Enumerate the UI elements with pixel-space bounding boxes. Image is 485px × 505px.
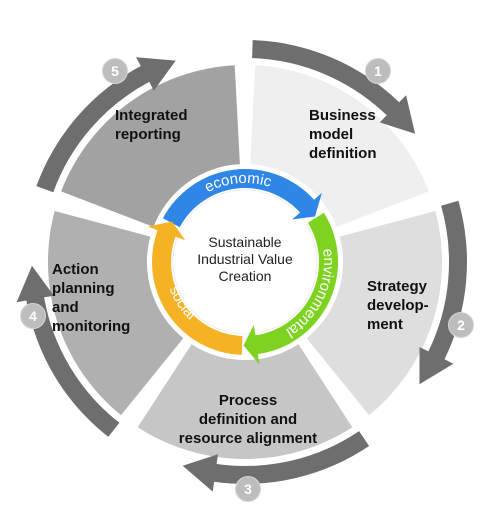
step-4-segment	[47, 211, 184, 416]
center-title: Sustainable Industrial Value Creation	[197, 234, 293, 284]
cycle-arrow-3	[182, 431, 370, 492]
step-3-segment	[137, 344, 353, 459]
step-4-label: Action planning and monitoring	[52, 261, 131, 335]
step-2-segment	[306, 211, 443, 416]
step-3-label: Process definition and resource alignmen…	[178, 392, 318, 447]
step-1-number: 1	[365, 58, 391, 84]
step-3-number: 3	[235, 476, 261, 502]
step-2-label: Strategy develop- ment	[367, 278, 429, 333]
step-1-segment	[250, 65, 429, 227]
inner-hub	[172, 189, 318, 335]
step-2-number: 2	[448, 312, 474, 338]
cycle-arrow-1	[252, 40, 416, 134]
step-5-segment	[61, 65, 240, 227]
ring-environmental-arrow	[243, 212, 339, 365]
step-5-number: 5	[102, 58, 128, 84]
step-5-label: Integrated reporting	[115, 107, 188, 143]
step-1-label: Business model definition	[309, 107, 377, 162]
cycle-arrow-2	[419, 200, 467, 385]
step-4-number: 4	[20, 303, 46, 329]
ring-economic-arrow	[162, 169, 322, 228]
ring-social-arrow	[147, 221, 243, 355]
cycle-arrow-5	[36, 57, 176, 193]
